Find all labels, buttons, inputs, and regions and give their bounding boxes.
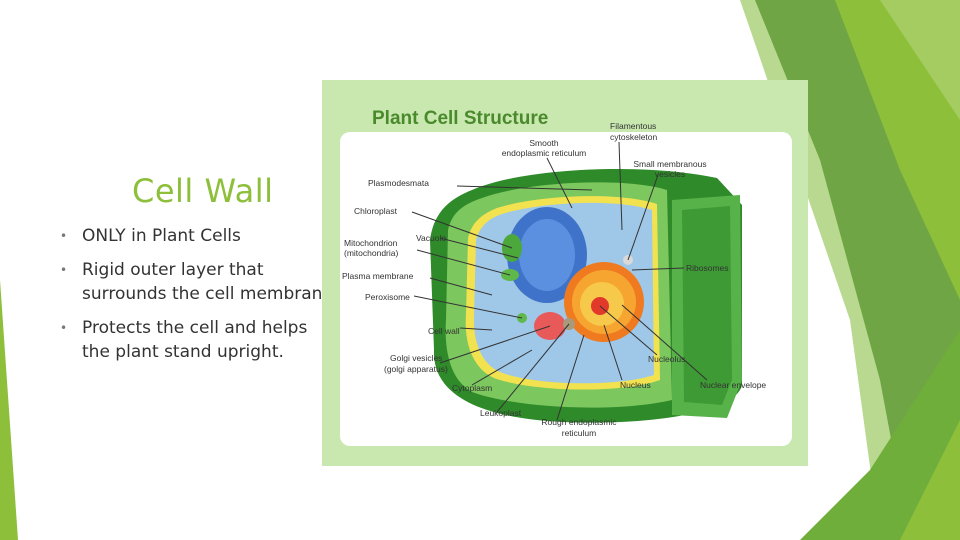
bullet-text: ONLY in Plant Cells (82, 226, 241, 246)
diagram-labels: Filamentous cytoskeleton Smooth endoplas… (342, 121, 766, 438)
label-vacuole: Vacuole (416, 233, 446, 243)
bullet-text: surrounds the cell membrane. (82, 284, 339, 304)
plant-cell-diagram: Plant Cell Structure (322, 80, 808, 466)
label-nuclear-envelope: Nuclear envelope (700, 380, 766, 390)
leader-lines (411, 141, 708, 421)
bullet-dot: • (60, 321, 68, 335)
label-nucleus: Nucleus (620, 380, 651, 390)
label-ribosomes: Ribosomes (686, 263, 729, 273)
bullet-item: • Protects the cell and helps the plant … (60, 316, 360, 364)
label-small-vesicles: Small membranous (633, 159, 706, 169)
bullet-list: • ONLY in Plant Cells • Rigid outer laye… (60, 224, 360, 374)
label-chloroplast: Chloroplast (354, 206, 398, 216)
label-rough-er: Rough endoplasmic (541, 417, 617, 427)
label-small-vesicles: vesicles (655, 169, 685, 179)
label-peroxisome: Peroxisome (365, 292, 410, 302)
label-plasmodesmata: Plasmodesmata (368, 178, 429, 188)
label-nucleolus: Nucleolus (648, 354, 685, 364)
bullet-item: • Rigid outer layer that surrounds the c… (60, 258, 360, 306)
bullet-dot: • (60, 263, 68, 277)
label-mitochondrion: Mitochondrion (344, 238, 398, 248)
label-filamentous: Filamentous (610, 121, 656, 131)
bullet-item: • ONLY in Plant Cells (60, 224, 360, 248)
label-filamentous: cytoskeleton (610, 132, 658, 142)
diagram-title: Plant Cell Structure (372, 108, 548, 129)
cell-illustration (430, 168, 742, 423)
bullet-dot: • (60, 229, 68, 243)
label-mitochondrion: (mitochondria) (344, 248, 398, 258)
bullet-text: Rigid outer layer that (82, 260, 264, 280)
label-plasma-membrane: Plasma membrane (342, 271, 414, 281)
vacuole-inner (519, 219, 575, 291)
label-golgi: (golgi apparatus) (384, 364, 448, 374)
bullet-text: the plant stand upright. (82, 342, 284, 362)
label-leukoplast: Leukoplast (480, 408, 522, 418)
label-rough-er: reticulum (562, 428, 596, 438)
cell-wall-side-inner (682, 206, 732, 405)
label-smooth-er: Smooth (529, 138, 559, 148)
bullet-text: Protects the cell and helps (82, 318, 308, 338)
label-smooth-er: endoplasmic reticulum (502, 148, 587, 158)
slide-title: Cell Wall (132, 172, 274, 210)
label-cytoplasm: Cytoplasm (452, 383, 492, 393)
label-cell-wall: Cell wall (428, 326, 460, 336)
label-golgi: Golgi vesicles (390, 353, 442, 363)
